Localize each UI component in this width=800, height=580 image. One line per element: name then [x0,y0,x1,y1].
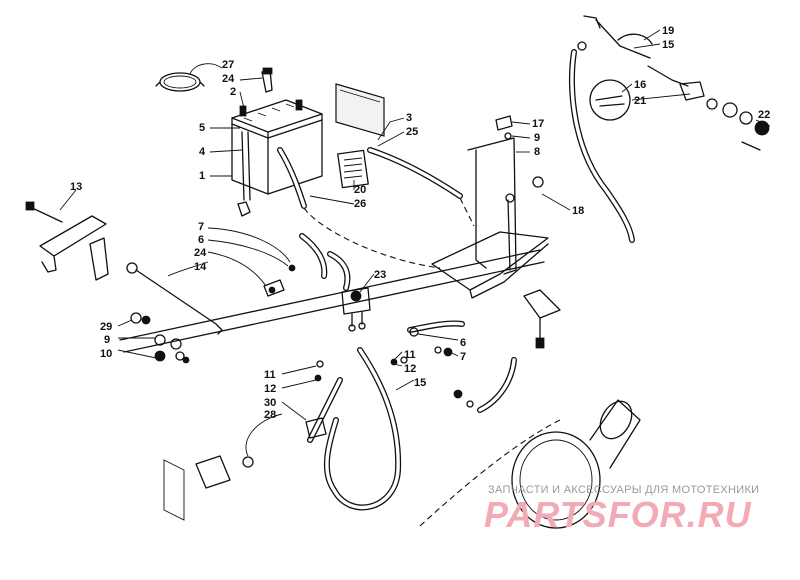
callout-29: 29 [100,321,112,333]
watermark-tagline: ЗАПЧАСТИ И АКСЕССУАРЫ ДЛЯ МОТОТЕХНИКИ [488,484,760,496]
callout-7-b: 7 [460,351,466,363]
callout-2: 2 [230,86,236,98]
connector-detail [589,79,631,121]
callout-11: 11 [404,349,416,361]
battery-hold-down-rod [237,131,251,217]
leader-lines [59,29,771,457]
callout-28: 28 [264,409,276,421]
callout-30: 30 [264,397,276,409]
cable-route-line-2 [459,197,475,227]
callout-23: 23 [374,269,386,281]
callout-9: 9 [104,334,110,346]
battery-cable-positive [367,147,463,199]
callout-12-b: 12 [264,383,276,395]
callout-24: 24 [222,73,235,85]
callout-6: 6 [198,234,204,246]
callout-4: 4 [199,146,206,158]
callout-1: 1 [199,170,205,182]
callout-27: 27 [222,59,234,71]
support-bracket-lower [523,289,561,349]
solenoid-cable-upper [288,233,351,291]
main-wiring-harness [307,347,402,511]
callout-18: 18 [572,205,584,217]
nut-top [532,176,544,188]
frame-cross-bar [119,249,545,353]
nut-right [434,346,453,357]
callout-20: 20 [354,184,366,196]
callout-14: 14 [194,261,207,273]
battery-tray-bracket [431,137,549,299]
recoil-starter-housing [511,399,641,529]
harness-connectors [305,356,408,439]
solenoid-cable-lower [407,320,465,337]
callout-6-b: 6 [460,337,466,349]
callout-3: 3 [406,112,412,124]
callout-21: 21 [634,95,646,107]
callout-13: 13 [70,181,82,193]
callout-labels: 27 24 2 5 4 1 3 25 20 26 13 7 6 24 24 14… [70,25,770,421]
callout-19: 19 [662,25,674,37]
callout-12: 12 [404,363,416,375]
watermark-logo: PARTSFOR.RU [484,494,752,535]
switch-housing [163,455,254,521]
headlight-socket [679,81,770,151]
ground-connector [263,279,285,297]
mounting-bracket-left [25,201,109,281]
warning-decal [337,149,369,189]
callout-15-b: 15 [662,39,674,51]
starter-cable [453,357,517,413]
callout-11-b: 11 [264,369,276,381]
callout-9-b: 9 [534,132,540,144]
wing-nut [495,115,513,140]
callout-5: 5 [199,122,205,134]
route-dashed-lower [419,419,561,527]
callout-16: 16 [634,79,646,91]
callout-8: 8 [534,146,540,158]
battery-cover-panel [335,83,385,137]
washers-nuts-left [130,312,190,364]
terminal-cap [261,67,273,93]
linkage-rod [126,262,223,335]
battery-strap-ring [155,72,205,92]
callout-26: 26 [354,198,366,210]
callout-22: 22 [758,109,770,121]
callout-24-b: 24 [194,247,207,259]
starter-solenoid [341,287,371,332]
callout-10: 10 [100,348,112,360]
callout-25: 25 [406,126,418,138]
battery-cable-negative [277,147,307,209]
callout-17: 17 [532,118,544,130]
battery [231,99,323,195]
callout-7: 7 [198,221,204,233]
cable-route-line [303,207,441,269]
callout-15: 15 [414,377,426,389]
